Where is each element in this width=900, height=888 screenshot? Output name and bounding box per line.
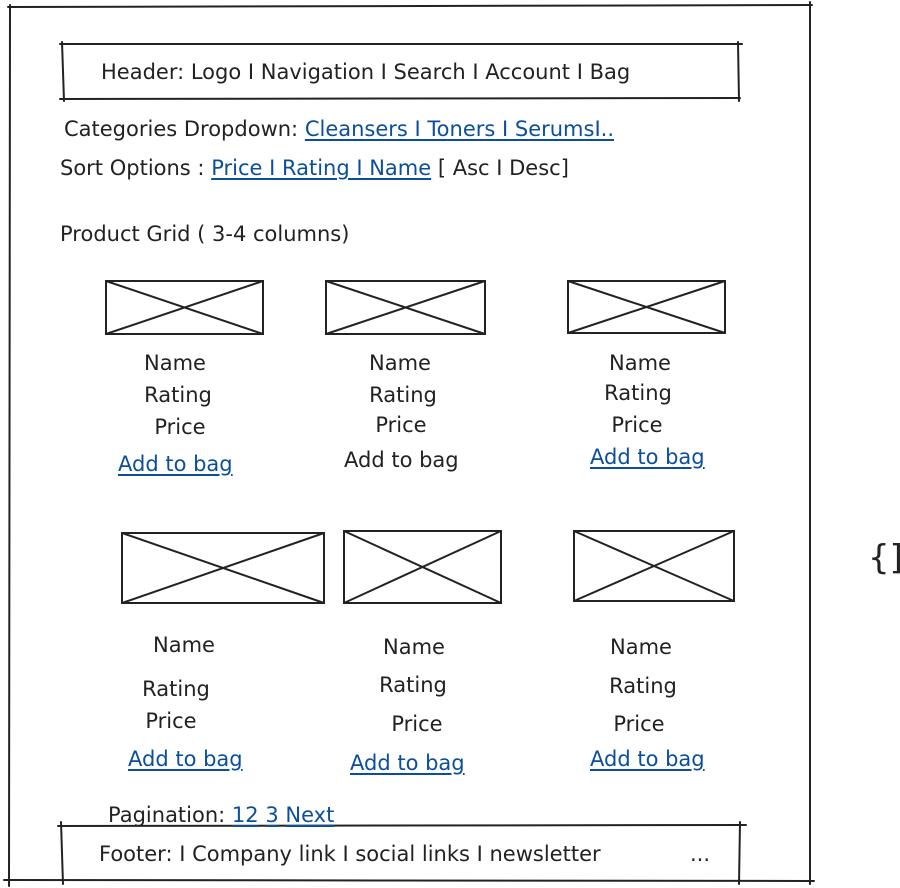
product-image-5 [343,530,502,604]
product-rating: Rating [379,673,447,697]
next-page-link[interactable]: Next [285,803,335,827]
sort-order: [ Asc I Desc] [437,156,569,180]
add-to-bag-link[interactable]: Add to bag [128,747,243,771]
product-price: Price [611,413,663,437]
product-name: Name [369,351,431,375]
product-image-3 [567,280,726,334]
pagination: Pagination: 12 3 Next [108,802,334,828]
product-price: Price [613,712,665,736]
product-rating: Rating [609,674,677,698]
add-to-bag-link[interactable]: Add to bag [590,445,705,469]
product-price: Price [375,413,427,437]
product-name: Name [153,633,215,657]
page-link-2[interactable]: 2 [245,803,259,827]
product-rating: Rating [142,677,210,701]
product-name: Name [610,635,672,659]
sort-options-link[interactable]: Price I Rating I Name [211,156,432,180]
product-image-1 [105,280,264,335]
page-link-3[interactable]: 3 [265,803,279,827]
product-grid-label: Product Grid ( 3-4 columns) [60,222,350,246]
product-name: Name [144,351,206,375]
categories-label: Categories Dropdown: [64,117,299,141]
product-name: Name [383,635,445,659]
side-bracket-glyph: {] [868,538,900,578]
add-to-bag-link[interactable]: Add to bag [350,751,465,775]
product-rating: Rating [369,383,437,407]
footer-label: Footer: I Company link I social links I … [99,842,601,866]
product-image-6 [573,530,735,602]
categories-row: Categories Dropdown: Cleansers I Toners … [64,116,614,142]
add-to-bag-text[interactable]: Add to bag [344,448,459,472]
product-image-4 [121,532,325,604]
sort-row: Sort Options : Price I Rating I Name [ A… [60,155,569,181]
product-rating: Rating [144,383,212,407]
image-placeholders [105,280,735,604]
pagination-label: Pagination: [108,803,226,827]
header-label: Header: Logo I Navigation I Search I Acc… [101,60,631,84]
product-price: Price [391,712,443,736]
product-rating: Rating [604,381,672,405]
add-to-bag-link[interactable]: Add to bag [590,747,705,771]
categories-dropdown-link[interactable]: Cleansers I Toners I SerumsI.. [304,117,614,141]
add-to-bag-link[interactable]: Add to bag [118,452,233,476]
page-link-1[interactable]: 1 [231,803,246,827]
product-name: Name [609,351,671,375]
footer-ellipsis: ... [690,842,711,866]
product-price: Price [154,415,206,439]
sort-label: Sort Options : [60,156,205,180]
product-image-2 [325,280,486,335]
product-price: Price [145,709,197,733]
